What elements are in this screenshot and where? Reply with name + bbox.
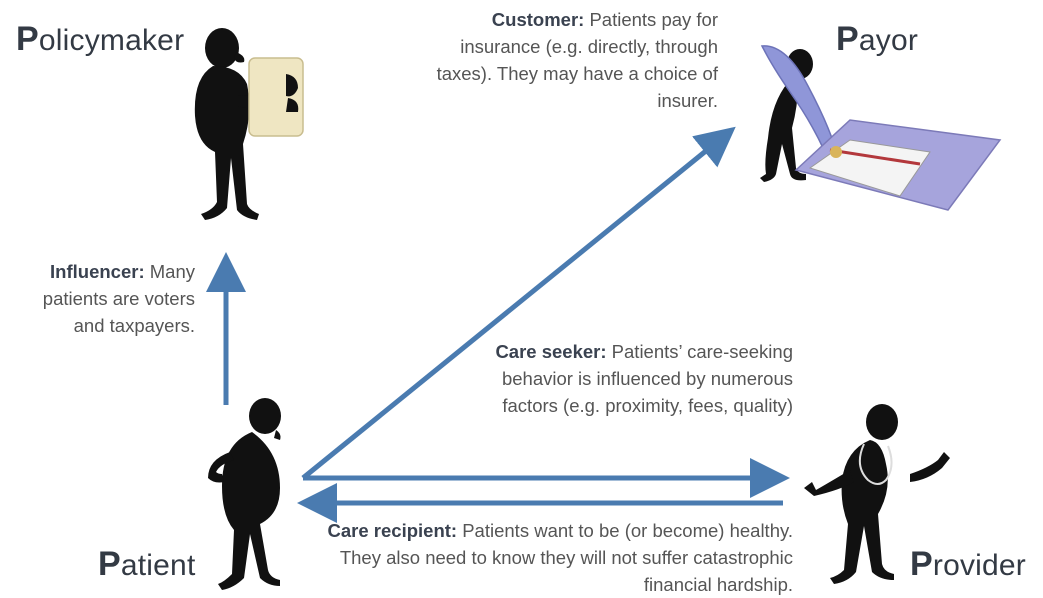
influencer-note-label: Influencer: xyxy=(50,261,145,282)
payor-label-rest: ayor xyxy=(858,24,919,57)
care-recipient-note: Care recipient: Patients want to be (or … xyxy=(318,517,793,598)
patient-label: Patient xyxy=(98,545,195,584)
provider-figure xyxy=(804,404,950,584)
customer-note-text: Patients pay for insurance (e.g. directl… xyxy=(436,9,718,111)
care-seeker-note-label: Care seeker: xyxy=(495,341,607,362)
customer-note-label: Customer: xyxy=(491,9,585,30)
care-recipient-note-text: Patients want to be (or become) healthy.… xyxy=(339,520,793,595)
patient-label-cap: P xyxy=(98,545,121,583)
care-recipient-note-label: Care recipient: xyxy=(327,520,458,541)
care-seeker-note: Care seeker: Patients’ care-seeking beha… xyxy=(475,338,793,419)
policymaker-hand xyxy=(286,74,299,112)
arrow-patient-to-payor xyxy=(301,126,736,480)
influencer-note: Influencer: Many patients are voters and… xyxy=(10,258,195,339)
policymaker-label-cap: P xyxy=(16,20,39,58)
patient-label-rest: atient xyxy=(120,549,196,582)
policy-paper xyxy=(248,57,304,137)
patient-figure xyxy=(208,398,281,590)
provider-label-cap: P xyxy=(910,545,933,583)
customer-note: Customer: Patients pay for insurance (e.… xyxy=(408,6,718,114)
policymaker-label-rest: olicymaker xyxy=(38,24,185,57)
payor-label: Payor xyxy=(836,20,918,59)
stethoscope-icon xyxy=(858,443,893,485)
insurance-card xyxy=(794,119,1002,211)
influencer-note-text: Many patients are voters and taxpayers. xyxy=(42,261,195,336)
provider-label: Provider xyxy=(910,545,1026,584)
policymaker-label: Policymaker xyxy=(16,20,184,59)
provider-label-rest: rovider xyxy=(932,549,1026,582)
care-seeker-note-text: Patients’ care-seeking behavior is influ… xyxy=(501,341,793,416)
payor-label-cap: P xyxy=(836,20,859,58)
